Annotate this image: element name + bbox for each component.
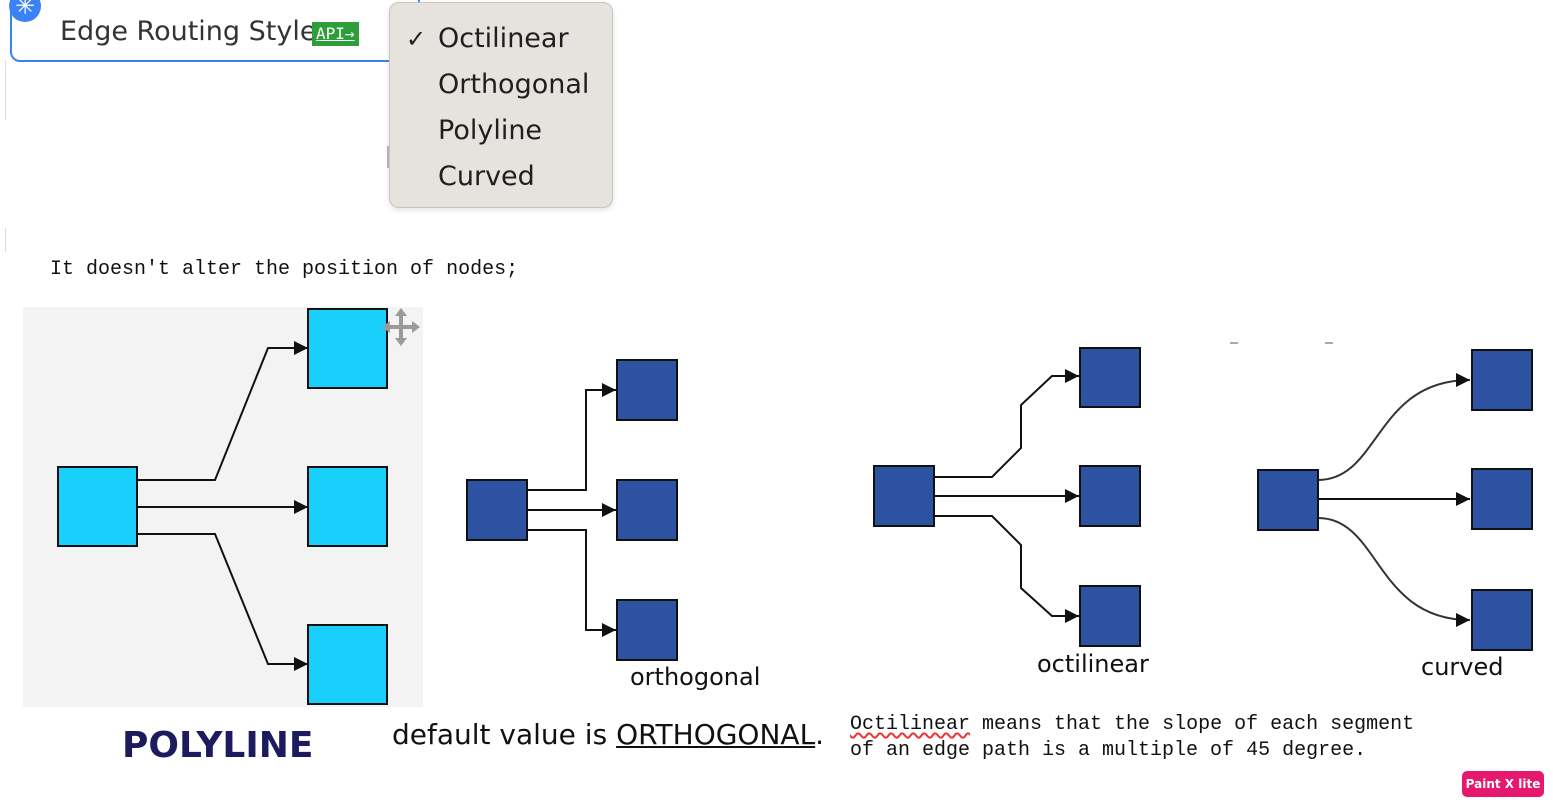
polyline-target-node bbox=[307, 466, 388, 547]
default-value-note: default value is ORTHOGONAL. bbox=[392, 718, 824, 751]
checkmark-icon: ✓ bbox=[406, 25, 427, 53]
default-note-prefix: default value is bbox=[392, 718, 617, 751]
octilinear-edge-bottom bbox=[934, 515, 1079, 623]
orthogonal-caption: orthogonal bbox=[630, 663, 761, 691]
polyline-edge-bottom bbox=[137, 533, 308, 671]
curved-edge-top bbox=[1317, 373, 1471, 481]
octilinear-target-node bbox=[1079, 465, 1141, 527]
divider bbox=[5, 228, 6, 252]
octilinear-note-line2: of an edge path is a multiple of 45 degr… bbox=[850, 739, 1367, 762]
polyline-target-node bbox=[307, 308, 388, 389]
octilinear-target-node bbox=[1079, 347, 1141, 408]
polyline-diagram bbox=[57, 308, 388, 705]
edge-routing-style-dropdown[interactable]: ✓ Octilinear Orthogonal Polyline Curved bbox=[389, 2, 613, 208]
polyline-caption: POLYLINE bbox=[122, 725, 314, 766]
node-position-note: It doesn't alter the position of nodes; bbox=[50, 258, 519, 281]
dropdown-option-orthogonal[interactable]: Orthogonal bbox=[438, 69, 590, 100]
octilinear-target-node bbox=[1079, 585, 1141, 647]
octilinear-edge-top bbox=[934, 369, 1079, 478]
curved-caption: curved bbox=[1421, 653, 1504, 681]
snowflake-icon: ✳ bbox=[9, 0, 41, 22]
api-link[interactable]: API→ bbox=[312, 22, 359, 46]
orthogonal-target-node bbox=[616, 599, 678, 661]
curved-target-node bbox=[1471, 468, 1533, 530]
default-note-suffix: . bbox=[815, 718, 825, 751]
orthogonal-edge-top bbox=[527, 383, 616, 491]
move-icon[interactable] bbox=[382, 308, 420, 346]
scrollbar-fragment bbox=[387, 146, 390, 168]
octilinear-caption: octilinear bbox=[1037, 650, 1149, 678]
curved-diagram bbox=[1257, 349, 1533, 651]
orthogonal-target-node bbox=[616, 359, 678, 421]
curved-edge-bottom bbox=[1317, 517, 1471, 627]
octilinear-definition-note: Octilinear means that the slope of each … bbox=[850, 712, 1414, 764]
paint-x-lite-badge[interactable]: Paint X lite bbox=[1462, 771, 1544, 797]
orthogonal-source-node bbox=[466, 479, 528, 541]
edge-routing-style-label: Edge Routing Style bbox=[60, 16, 317, 47]
default-note-value: ORTHOGONAL bbox=[616, 718, 816, 751]
dropdown-option-curved[interactable]: Curved bbox=[438, 161, 535, 192]
octilinear-diagram bbox=[873, 347, 1141, 647]
dropdown-option-octilinear[interactable]: Octilinear bbox=[438, 23, 569, 54]
polyline-target-node bbox=[307, 624, 388, 705]
dropdown-option-polyline[interactable]: Polyline bbox=[438, 115, 543, 146]
curved-source-node bbox=[1257, 469, 1319, 531]
orthogonal-target-node bbox=[616, 479, 678, 541]
polyline-source-node bbox=[57, 466, 138, 547]
polyline-edge-top bbox=[137, 341, 308, 481]
octilinear-note-line1: means that the slope of each segment bbox=[970, 713, 1415, 736]
divider bbox=[5, 60, 6, 120]
orthogonal-edge-bottom bbox=[527, 529, 616, 637]
curved-target-node bbox=[1471, 349, 1533, 411]
curved-target-node bbox=[1471, 589, 1533, 651]
octilinear-source-node bbox=[873, 465, 935, 527]
orthogonal-diagram bbox=[466, 359, 678, 661]
octilinear-word: Octilinear bbox=[850, 713, 971, 736]
